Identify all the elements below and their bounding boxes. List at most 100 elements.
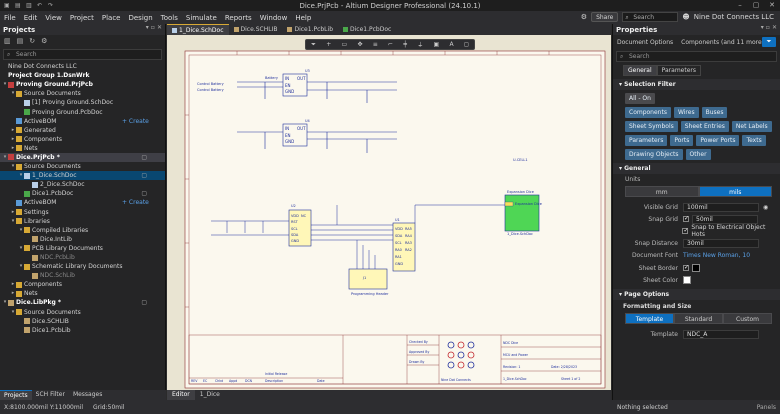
menu-place[interactable]: Place <box>101 13 121 22</box>
component-icon[interactable]: ▣ <box>433 41 440 48</box>
doc-tab-dice-schlib[interactable]: Dice.SCHLIB <box>229 24 283 35</box>
doc-tab-dice1-pcbdoc[interactable]: Dice1.PcbDoc <box>338 24 396 35</box>
filter-components[interactable]: Components <box>625 107 671 118</box>
move-icon[interactable]: ✥ <box>357 41 363 48</box>
tree-item[interactable]: ▾Compiled Libraries <box>0 226 165 235</box>
close-button[interactable]: ✕ <box>769 1 775 9</box>
chevron-right-icon[interactable]: ▸ <box>11 144 15 151</box>
properties-search-input[interactable]: ⌕ Search <box>616 51 777 62</box>
chevron-down-icon[interactable]: ▾ <box>11 217 15 224</box>
tree-item[interactable]: Dice1.PcbLib <box>0 326 165 335</box>
gear-icon[interactable]: ⚙ <box>41 37 48 45</box>
tree-item[interactable]: Dice1.PcbDoc▢ <box>0 189 165 198</box>
menu-project[interactable]: Project <box>69 13 94 22</box>
tree-item[interactable]: Project Group 1.DsnWrk <box>0 71 165 80</box>
tree-item[interactable]: ▸Nets <box>0 144 165 153</box>
tree-item[interactable]: ▸Nets <box>0 289 165 298</box>
tree-item[interactable]: ActiveBOM+ Create <box>0 117 165 126</box>
projects-search-input[interactable]: ⌕ Search <box>3 49 162 60</box>
menu-simulate[interactable]: Simulate <box>185 13 217 22</box>
format-standard[interactable]: Standard <box>674 313 723 325</box>
wire-icon[interactable]: ⌐ <box>388 41 394 48</box>
filter-ports[interactable]: Ports <box>670 135 694 146</box>
doc-tab-dice1-pcblib[interactable]: Dice1.PcbLib <box>282 24 338 35</box>
tree-item[interactable]: ActiveBOM+ Create <box>0 198 165 207</box>
select-icon[interactable]: ▭ <box>341 41 348 48</box>
save-icon[interactable]: ▥ <box>26 2 32 9</box>
global-search-input[interactable]: ⌕Search <box>622 12 679 22</box>
sheet-border-checkbox[interactable] <box>683 264 689 272</box>
tree-item[interactable]: ▾PCB Library Documents <box>0 244 165 253</box>
chevron-down-icon[interactable]: ▾ <box>3 153 7 160</box>
menu-help[interactable]: Help <box>295 13 312 22</box>
filter-power-ports[interactable]: Power Ports <box>696 135 740 146</box>
chevron-down-icon[interactable]: ▾ <box>11 90 15 97</box>
tree-item[interactable]: Dice.IntLib <box>0 235 165 244</box>
filter-sheet-entries[interactable]: Sheet Entries <box>680 121 729 132</box>
menu-design[interactable]: Design <box>128 13 153 22</box>
panel-controls-icon[interactable]: ▾ ▫ ✕ <box>145 24 162 31</box>
bus-icon[interactable]: ╪ <box>403 41 407 48</box>
page-options-header[interactable]: ▾ Page Options <box>613 289 780 301</box>
menu-edit[interactable]: Edit <box>23 13 38 22</box>
snap-electrical-checkbox[interactable] <box>682 227 688 235</box>
components-count[interactable]: Components (and 11 more) <box>681 38 764 46</box>
eye-icon[interactable]: ◉ <box>763 203 769 211</box>
undo-icon[interactable]: ↶ <box>37 2 43 9</box>
tree-item[interactable]: ▾Dice.PrjPcb *▢ <box>0 152 165 163</box>
tab-editor[interactable]: Editor <box>167 390 195 400</box>
shape-icon[interactable]: ◻ <box>463 41 469 48</box>
chevron-right-icon[interactable]: ▸ <box>11 208 15 215</box>
maximize-button[interactable]: ▢ <box>752 1 760 9</box>
tree-item[interactable]: ▾1_Dice.SchDoc▢ <box>0 171 165 181</box>
filter-parameters[interactable]: Parameters <box>625 135 668 146</box>
tab-sch-filter[interactable]: SCH Filter <box>35 391 65 398</box>
folder-icon[interactable]: ▤ <box>16 37 24 45</box>
filter-sheet-symbols[interactable]: Sheet Symbols <box>625 121 678 132</box>
tree-item[interactable]: 2_Dice.SchDoc <box>0 180 165 189</box>
tree-item[interactable]: ▾Source Documents <box>0 308 165 317</box>
share-button[interactable]: Share <box>591 12 619 22</box>
org-name[interactable]: Nine Dot Connects LLC <box>693 13 774 21</box>
snap-grid-checkbox[interactable] <box>683 215 689 223</box>
tree-item[interactable]: ▾Proving Ground.PrjPcb <box>0 80 165 89</box>
chevron-right-icon[interactable]: ▸ <box>11 126 15 133</box>
chevron-down-icon[interactable]: ▾ <box>11 308 15 315</box>
filter-buses[interactable]: Buses <box>701 107 728 118</box>
snap-distance-input[interactable]: 30mil <box>683 239 759 249</box>
chevron-down-icon[interactable]: ▾ <box>19 244 23 251</box>
menu-file[interactable]: File <box>4 13 16 22</box>
menu-tools[interactable]: Tools <box>160 13 178 22</box>
align-icon[interactable]: ≡ <box>372 41 378 48</box>
tree-item[interactable]: ▸Components <box>0 280 165 289</box>
tree-item[interactable]: NDC.SchLib <box>0 271 165 280</box>
expansion-sheet-symbol[interactable] <box>504 194 540 232</box>
tree-item[interactable]: Nine Dot Connects LLC <box>0 62 165 71</box>
tab-projects[interactable]: Projects <box>0 390 32 400</box>
tree-item[interactable]: ▸Generated <box>0 126 165 135</box>
save-icon[interactable]: ▥ <box>4 37 11 45</box>
filter-icon[interactable]: ⏷ <box>311 40 316 48</box>
tree-item[interactable]: Proving Ground.PcbDoc <box>0 107 165 116</box>
tree-item[interactable]: ▾Source Documents <box>0 162 165 171</box>
visible-grid-input[interactable]: 100mil <box>683 202 759 212</box>
general-header[interactable]: ▾ General <box>613 163 780 174</box>
chevron-down-icon[interactable]: ▾ <box>19 172 23 179</box>
tree-item[interactable]: NDC.PcbLib <box>0 253 165 262</box>
power-port-icon[interactable]: ⏚ <box>417 42 424 49</box>
filter-net-labels[interactable]: Net Labels <box>731 121 772 132</box>
redo-icon[interactable]: ↷ <box>48 2 54 9</box>
filter-wires[interactable]: Wires <box>673 107 699 118</box>
selection-filter-header[interactable]: ▾ Selection Filter <box>613 79 780 90</box>
tree-item[interactable]: ▾Libraries <box>0 217 165 226</box>
tree-item[interactable]: Dice.SCHLIB <box>0 317 165 326</box>
document-font-link[interactable]: Times New Roman, 10 <box>683 252 751 260</box>
tree-item[interactable]: ▾Schematic Library Documents <box>0 262 165 271</box>
add-icon[interactable]: + <box>326 41 332 48</box>
tree-item[interactable]: [1] Proving Ground.SchDoc <box>0 98 165 107</box>
refresh-icon[interactable]: ↻ <box>29 37 36 45</box>
text-icon[interactable]: A <box>449 41 454 48</box>
units-mils[interactable]: mils <box>698 186 772 197</box>
tab-general[interactable]: General <box>623 65 657 76</box>
